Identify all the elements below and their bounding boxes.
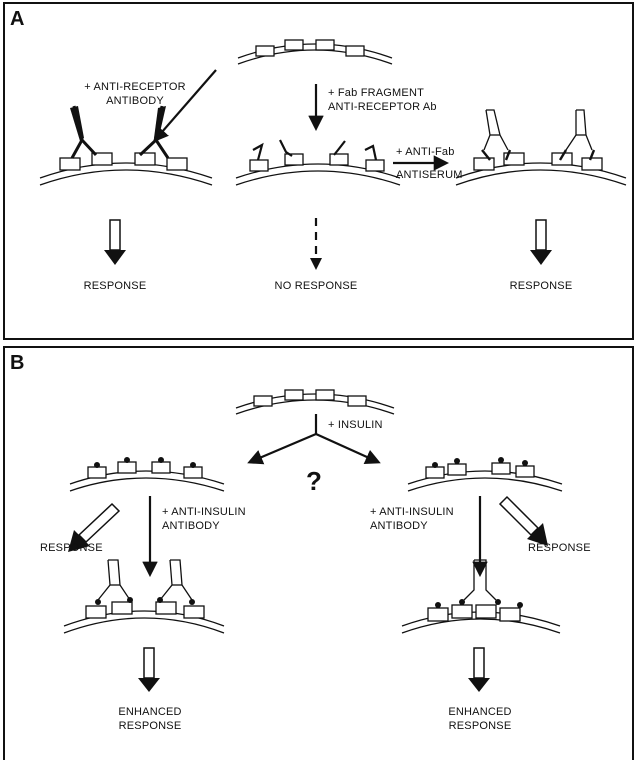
response-arrow-b-left <box>68 502 121 552</box>
anti-receptor-antibody-label: + ANTI-RECEPTOR ANTIBODY <box>70 80 200 108</box>
anti-insulin-right-line-1: + ANTI-INSULIN <box>370 506 454 518</box>
antibody-complex-b-left <box>97 559 193 601</box>
enhanced-response-left: ENHANCED RESPONSE <box>100 705 200 733</box>
membrane-a-right <box>455 152 627 186</box>
insulin-label: + INSULIN <box>328 419 383 431</box>
fab-fragment-line-1: + Fab FRAGMENT <box>328 87 425 99</box>
response-label-b-left: RESPONSE <box>40 542 103 554</box>
question-mark: ? <box>306 466 322 496</box>
no-response-arrow-a <box>310 218 322 270</box>
response-label-a-left: RESPONSE <box>83 280 147 292</box>
anti-fab-label-1: + ANTI-Fab <box>396 146 455 158</box>
enhanced-arrow-b-right <box>468 647 490 692</box>
antibody-complex-b-right <box>463 559 497 601</box>
fab-fragments-a <box>252 139 378 161</box>
response-label-a-right: RESPONSE <box>509 280 573 292</box>
enhanced-left-line-2: RESPONSE <box>118 720 182 732</box>
panel-a-label: A <box>10 8 25 30</box>
enhanced-right-line-1: ENHANCED <box>448 706 512 718</box>
fab-fragment-line-2: ANTI-RECEPTOR Ab <box>328 101 437 113</box>
anti-insulin-label-right: + ANTI-INSULIN ANTIBODY <box>370 505 454 533</box>
enhanced-right-line-2: RESPONSE <box>448 720 512 732</box>
membrane-a-mid <box>235 153 401 186</box>
insulin-dots-b-right <box>432 457 528 468</box>
enhanced-arrow-b-left <box>138 647 160 692</box>
response-arrow-a-left <box>104 219 126 265</box>
enhanced-left-line-1: ENHANCED <box>118 706 182 718</box>
anti-insulin-left-line-2: ANTIBODY <box>162 520 220 532</box>
anti-insulin-label-left: + ANTI-INSULIN ANTIBODY <box>162 505 246 533</box>
membrane-a-top <box>237 39 393 65</box>
fab-fragment-label: + Fab FRAGMENT ANTI-RECEPTOR Ab <box>328 86 437 114</box>
insulin-dots-b-lower-right <box>435 599 523 608</box>
anti-fab-label-2: ANTISERUM <box>396 169 463 181</box>
panel-b-label: B <box>10 352 25 374</box>
membrane-a-left <box>39 152 213 186</box>
panel-b <box>3 346 634 760</box>
membrane-b-lower-left <box>63 601 225 634</box>
membrane-b-lower-right <box>401 604 561 634</box>
response-label-b-right: RESPONSE <box>528 542 591 554</box>
membrane-b-top <box>235 389 395 415</box>
response-arrow-a-right <box>530 219 552 265</box>
arrow-anti-receptor <box>152 69 217 143</box>
anti-receptor-line-2: ANTIBODY <box>106 95 164 107</box>
membrane-b-left <box>69 461 225 492</box>
insulin-dots-b-lower-left <box>95 597 195 605</box>
enhanced-response-right: ENHANCED RESPONSE <box>430 705 530 733</box>
anti-receptor-line-1: + ANTI-RECEPTOR <box>84 81 186 93</box>
response-arrow-b-right <box>498 495 548 546</box>
no-response-label-a: NO RESPONSE <box>274 280 358 292</box>
anti-fab-complex-a <box>481 109 596 161</box>
insulin-split-arrows <box>247 414 381 465</box>
insulin-dots-b-left <box>94 457 196 468</box>
membrane-b-right <box>407 462 563 492</box>
anti-insulin-right-line-2: ANTIBODY <box>370 520 428 532</box>
anti-insulin-left-line-1: + ANTI-INSULIN <box>162 506 246 518</box>
